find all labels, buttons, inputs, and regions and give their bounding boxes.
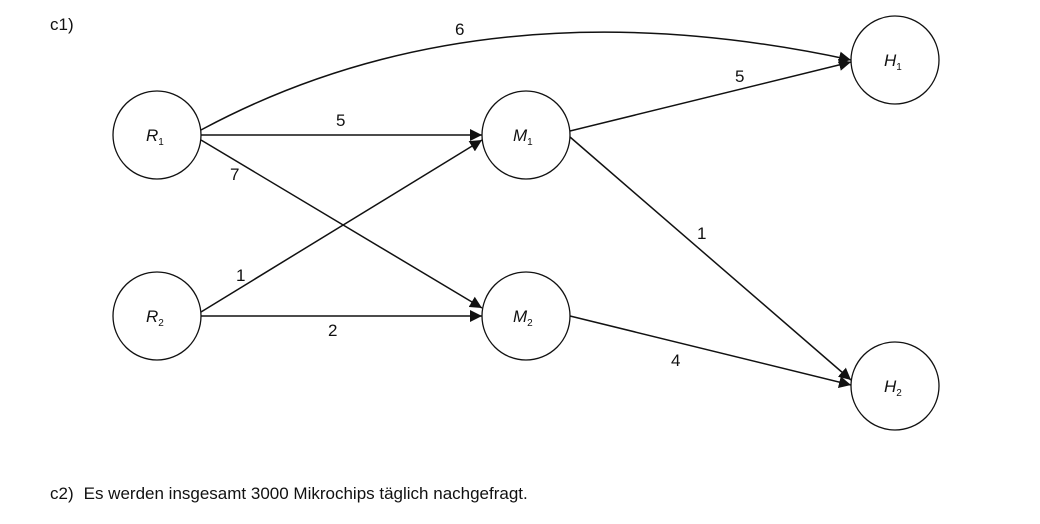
node-r1: R1 xyxy=(112,90,202,180)
edge-m2-h2 xyxy=(569,315,852,388)
node-m2: M2 xyxy=(481,271,571,361)
edge-m1-h2 xyxy=(569,136,852,381)
svg-text:M2: M2 xyxy=(513,307,533,329)
part-c2-text: Es werden insgesamt 3000 Mikrochips tägl… xyxy=(83,484,528,503)
node-h1: H1 xyxy=(850,15,940,105)
node-h2: H2 xyxy=(850,341,940,431)
edge-weight-m1-h1: 5 xyxy=(735,67,744,86)
edge-r1-m2 xyxy=(200,139,483,309)
edge-weight-m2-h2: 4 xyxy=(671,351,680,370)
edge-weight-r2-m1: 1 xyxy=(236,266,245,285)
svg-text:R1: R1 xyxy=(146,126,164,148)
svg-text:H2: H2 xyxy=(884,377,902,399)
edge-weight-r1-h1: 6 xyxy=(455,20,464,39)
edge-weight-r1-m2: 7 xyxy=(230,165,239,184)
part-c2-label: c2) xyxy=(50,484,74,503)
svg-text:R2: R2 xyxy=(146,307,164,329)
svg-text:M1: M1 xyxy=(513,126,533,148)
node-m1: M1 xyxy=(481,90,571,180)
part-c1-label: c1) xyxy=(50,15,74,34)
edge-weight-m1-h2: 1 xyxy=(697,224,706,243)
node-r2: R2 xyxy=(112,271,202,361)
svg-text:H1: H1 xyxy=(884,51,902,73)
edge-r1-h1 xyxy=(200,31,852,131)
edge-r2-m1 xyxy=(200,139,483,313)
part-c2-task: c2) Es werden insgesamt 3000 Mikrochips t… xyxy=(50,484,528,504)
edge-m1-h1 xyxy=(569,59,852,132)
edge-weight-r1-m1: 5 xyxy=(336,111,345,130)
edge-weight-r2-m2: 2 xyxy=(328,321,337,340)
